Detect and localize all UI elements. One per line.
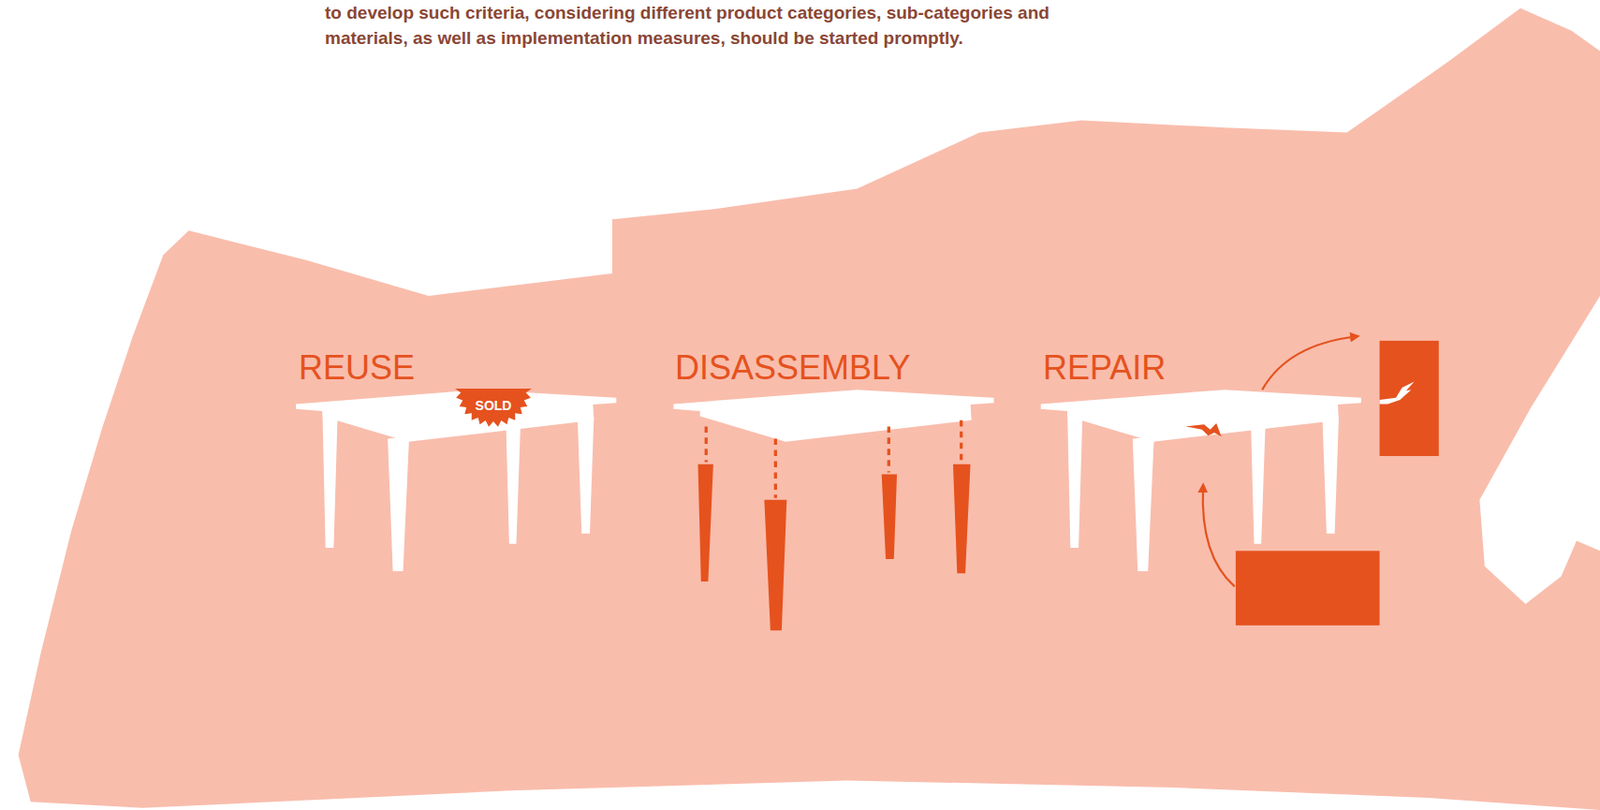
background-blob <box>18 8 1600 810</box>
disassembly-table <box>673 389 994 442</box>
table-leg <box>953 464 971 574</box>
repair-table <box>1041 389 1362 572</box>
table-top <box>1041 389 1362 442</box>
section-heading: REUSE <box>298 351 580 385</box>
leader-arrow <box>1203 487 1235 588</box>
section-heading: REPAIR <box>1042 351 1324 385</box>
detached-legs <box>698 420 971 631</box>
table-top <box>673 389 994 442</box>
starburst-shape <box>455 388 532 427</box>
table-top <box>295 389 617 442</box>
dashed-guide <box>887 425 891 472</box>
repair-part <box>1379 340 1439 456</box>
dashed-guide <box>959 420 963 463</box>
crack-mark <box>1379 381 1415 404</box>
dashed-guide <box>774 438 778 498</box>
dashed-guide <box>704 425 708 462</box>
badge-text: SOLD <box>455 397 532 413</box>
table-legs <box>322 410 594 572</box>
table-leg <box>881 474 897 559</box>
body-note: to develop such criteria, considering di… <box>324 0 1065 51</box>
repair-part <box>1235 550 1380 626</box>
leader-arrow <box>1262 337 1355 391</box>
table-leg <box>763 499 787 631</box>
table-leg <box>698 464 714 582</box>
sold-badge: SOLD <box>455 388 532 428</box>
crack-mark <box>1185 423 1221 437</box>
reuse-table <box>295 389 617 572</box>
section-heading: DISASSEMBLY <box>675 351 994 385</box>
